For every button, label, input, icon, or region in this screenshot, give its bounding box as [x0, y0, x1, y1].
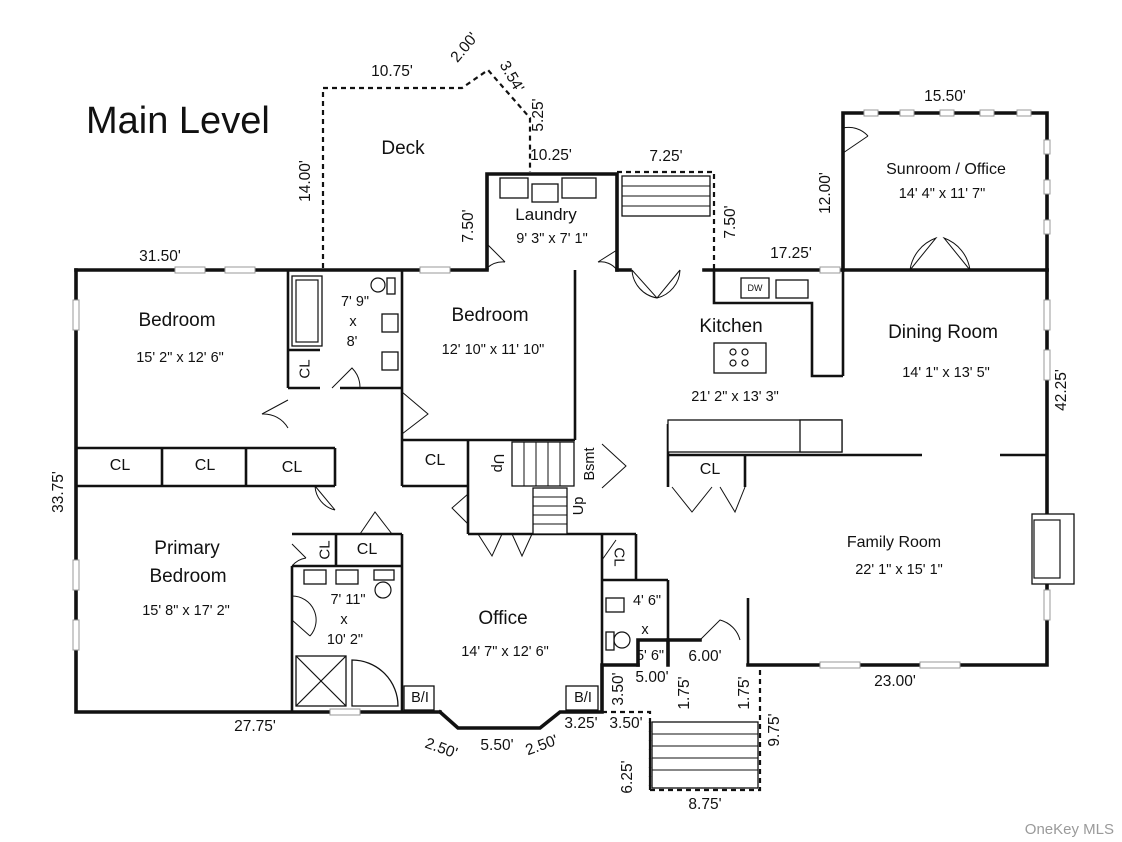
dim-bay-return: 3.25'	[564, 715, 598, 732]
bath-1-height: 8'	[346, 334, 358, 350]
bath-2-width: 7' 11"	[330, 592, 366, 608]
dim-deck-left: 14.00'	[297, 160, 314, 202]
dim-house-left: 33.75'	[50, 471, 67, 513]
room-bedroom-1: Bedroom	[138, 310, 216, 331]
builtin-right-label: B/I	[574, 690, 592, 706]
closet-3: CL	[281, 459, 303, 476]
room-kitchen: Kitchen	[699, 316, 763, 337]
dim-entry-a: 3.50'	[610, 672, 627, 706]
closet-1: CL	[109, 457, 131, 474]
dim-deck-diag: 3.54'	[495, 58, 528, 96]
closet-primary: CL	[356, 541, 378, 558]
dim-laundry-left: 7.50'	[460, 209, 477, 243]
dim-kitchen-wall: 17.25'	[770, 245, 812, 262]
dim-porch-left: 6.25'	[619, 760, 636, 794]
laundry-size: 9' 3" x 7' 1"	[516, 231, 588, 247]
dim-stairs-right: 7.50'	[722, 205, 739, 239]
closet-kitchen: CL	[699, 461, 721, 478]
bath-2-x: x	[340, 612, 348, 628]
closet-bath1: CL	[296, 359, 314, 379]
dim-house-right: 42.25'	[1053, 369, 1070, 411]
dim-deck-right: 5.25'	[530, 98, 547, 132]
closet-2: CL	[194, 457, 216, 474]
builtin-right	[565, 685, 599, 711]
halfbath-height: 5' 6"	[635, 648, 665, 664]
interior-walls	[76, 270, 1075, 712]
sunroom-walls	[841, 109, 1051, 272]
stairs-up-label-2: Up	[571, 496, 587, 516]
bedroom-1-size: 15' 2" x 12' 6"	[136, 350, 224, 366]
dim-entry-f: 1.75'	[736, 676, 753, 710]
builtin-left	[403, 685, 435, 711]
closet-office: CL	[610, 547, 628, 567]
dim-entry-d: 6.00'	[688, 648, 722, 665]
family-size: 22' 1" x 15' 1"	[855, 562, 943, 578]
dim-stairs-top: 7.25'	[649, 148, 683, 165]
halfbath-width: 4' 6"	[632, 593, 662, 609]
bedroom-2-size: 12' 10" x 11' 10"	[441, 342, 545, 358]
dim-house-top-left: 31.50'	[139, 248, 181, 265]
dim-sunroom-top: 15.50'	[924, 88, 966, 105]
rear-stairs	[621, 175, 711, 217]
primary-size: 15' 8" x 17' 2"	[142, 603, 230, 619]
closet-primary-small: CL	[316, 540, 334, 560]
dim-bay-right: 2.50'	[523, 731, 561, 760]
front-porch	[602, 665, 762, 792]
halfbath-fixtures	[605, 597, 631, 651]
room-dining: Dining Room	[888, 322, 998, 343]
sunroom-size: 14' 4" x 11' 7"	[898, 186, 986, 202]
room-laundry: Laundry	[515, 205, 577, 224]
bath1-fixtures	[291, 275, 399, 389]
laundry-walls	[485, 172, 619, 272]
exterior-walls	[72, 266, 1051, 730]
dishwasher-label: DW	[747, 283, 763, 293]
room-sunroom: Sunroom / Office	[886, 161, 1006, 178]
bath2-fixtures	[291, 569, 399, 707]
room-deck: Deck	[381, 138, 425, 159]
stairs-up-label-1: Up	[490, 453, 506, 473]
halfbath-x: x	[641, 622, 649, 638]
builtin-left-label: B/I	[411, 690, 429, 706]
dim-porch-bottom: 8.75'	[688, 796, 722, 813]
dim-sunroom-left: 12.00'	[817, 172, 834, 214]
dim-entry-e: 1.75'	[676, 676, 693, 710]
dim-bottom-left: 27.75'	[234, 718, 276, 735]
dim-porch-right: 9.75'	[766, 713, 783, 747]
dim-family-bottom: 23.00'	[874, 673, 916, 690]
room-family: Family Room	[846, 534, 942, 551]
kitchen-size: 21' 2" x 13' 3"	[691, 389, 779, 405]
bath-1-x: x	[349, 314, 357, 330]
room-bedroom-2: Bedroom	[451, 305, 529, 326]
page-title: Main Level	[86, 100, 270, 142]
room-primary-line1: Primary	[154, 538, 220, 559]
dim-deck-angle: 2.00'	[447, 29, 482, 66]
room-office: Office	[478, 608, 528, 629]
stairs-bsmt-label: Bsmt	[582, 447, 598, 481]
dining-size: 14' 1" x 13' 5"	[902, 365, 990, 381]
bath-2-height: 10' 2"	[326, 632, 364, 648]
dim-entry-b: 3.50'	[609, 715, 643, 732]
bath-1-width: 7' 9"	[340, 294, 370, 310]
dim-deck-top: 10.75'	[371, 63, 413, 80]
office-size: 14' 7" x 12' 6"	[461, 644, 549, 660]
closet-hall: CL	[424, 452, 446, 469]
dim-laundry-top: 10.25'	[530, 147, 572, 164]
interior-doors	[261, 391, 746, 567]
dim-entry-c: 5.00'	[635, 669, 669, 686]
dim-bay-mid: 5.50'	[480, 737, 514, 754]
dim-bay-left: 2.50'	[422, 734, 460, 763]
deck-outline	[321, 68, 532, 268]
watermark: OneKey MLS	[1024, 821, 1114, 838]
interior-stairs	[511, 441, 627, 535]
room-primary-line2: Bedroom	[149, 566, 227, 587]
rear-stair-outline	[617, 170, 716, 270]
